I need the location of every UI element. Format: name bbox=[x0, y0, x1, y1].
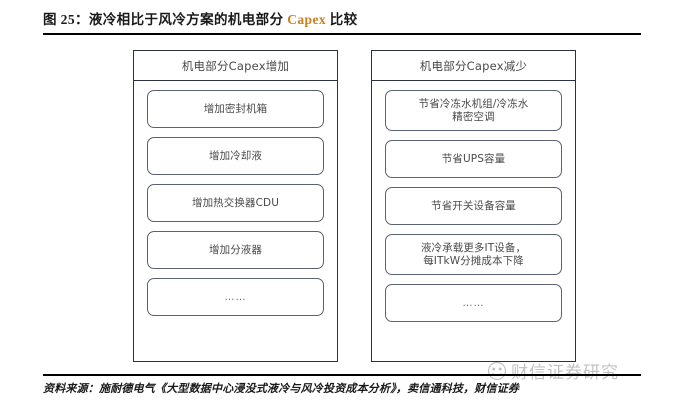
title-divider bbox=[43, 33, 641, 35]
column-capex-increase: 机电部分Capex增加 增加密封机箱 增加冷却液 增加热交换器CDU 增加分液器… bbox=[133, 50, 338, 362]
node-label: 增加密封机箱 bbox=[203, 102, 268, 115]
page-title: 图 25：液冷相比于风冷方案的机电部分 Capex 比较 bbox=[43, 12, 643, 28]
node-label: 节省UPS容量 bbox=[441, 152, 506, 165]
figure-title-post: 比较 bbox=[326, 12, 358, 27]
node-increase-1: 增加密封机箱 bbox=[147, 90, 324, 128]
node-label: 节省冷冻水机组/冷冻水 精密空调 bbox=[418, 97, 529, 123]
column-header-label: 机电部分Capex增加 bbox=[181, 58, 290, 73]
column-header-capex-increase: 机电部分Capex增加 bbox=[134, 51, 337, 81]
circle-dots-logo-icon bbox=[487, 361, 507, 381]
column-header-capex-decrease: 机电部分Capex减少 bbox=[372, 51, 575, 81]
node-label: 增加分液器 bbox=[209, 243, 262, 256]
figure-title-accent: Capex bbox=[287, 12, 326, 27]
figure-title-block: 图 25：液冷相比于风冷方案的机电部分 Capex 比较 bbox=[43, 12, 643, 28]
figure-label: 图 25： bbox=[43, 12, 89, 27]
node-decrease-1: 节省冷冻水机组/冷冻水 精密空调 bbox=[385, 90, 562, 131]
node-label: …… bbox=[224, 291, 247, 303]
node-label: …… bbox=[462, 297, 485, 309]
node-label: 增加冷却液 bbox=[209, 149, 262, 162]
diagram-area: 机电部分Capex增加 增加密封机箱 增加冷却液 增加热交换器CDU 增加分液器… bbox=[0, 45, 684, 363]
column-header-label: 机电部分Capex减少 bbox=[419, 58, 528, 73]
node-increase-3: 增加热交换器CDU bbox=[147, 184, 324, 222]
node-increase-4: 增加分液器 bbox=[147, 231, 324, 269]
node-label: 液冷承载更多IT设备， 每ITkW分摊成本下降 bbox=[420, 241, 527, 267]
column-capex-decrease: 机电部分Capex减少 节省冷冻水机组/冷冻水 精密空调 节省UPS容量 节省开… bbox=[371, 50, 576, 362]
node-increase-2: 增加冷却液 bbox=[147, 137, 324, 175]
source-note: 资料来源：施耐德电气《大型数据中心浸没式液冷与风冷投资成本分析》，卖信通科技，财… bbox=[43, 383, 520, 395]
node-decrease-2: 节省UPS容量 bbox=[385, 140, 562, 178]
node-decrease-4: 液冷承载更多IT设备， 每ITkW分摊成本下降 bbox=[385, 234, 562, 275]
node-decrease-ellipsis: …… bbox=[385, 284, 562, 322]
node-label: 增加热交换器CDU bbox=[191, 196, 279, 209]
node-decrease-3: 节省开关设备容量 bbox=[385, 187, 562, 225]
figure-title-pre: 液冷相比于风冷方案的机电部分 bbox=[88, 12, 288, 27]
node-increase-ellipsis: …… bbox=[147, 278, 324, 316]
node-label: 节省开关设备容量 bbox=[431, 199, 516, 212]
footer-divider bbox=[43, 374, 641, 376]
column-body-capex-increase: 增加密封机箱 增加冷却液 增加热交换器CDU 增加分液器 …… bbox=[134, 81, 337, 324]
column-body-capex-decrease: 节省冷冻水机组/冷冻水 精密空调 节省UPS容量 节省开关设备容量 液冷承载更多… bbox=[372, 81, 575, 330]
